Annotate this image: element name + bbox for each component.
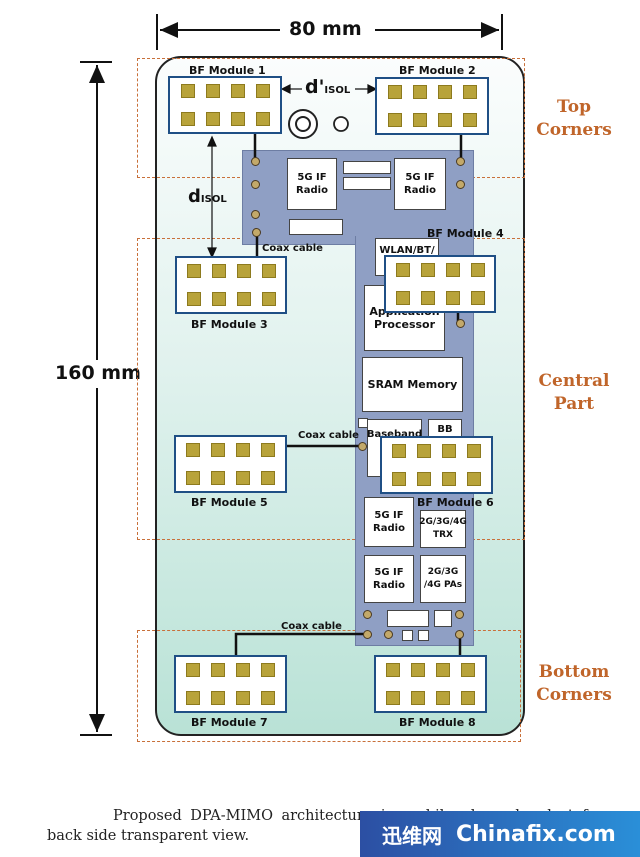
if-radio-chip-top-right: 5G IF Radio [394, 158, 446, 210]
bf-module-8-label: BF Module 8 [399, 716, 476, 729]
coax-cable-label-7: Coax cable [281, 621, 342, 632]
small-component [418, 630, 429, 641]
d-isol-label: dISOL [188, 186, 227, 207]
connector [384, 630, 393, 639]
central-part-label: Central Part [538, 371, 610, 414]
watermark-cn: 迅维网 [382, 823, 442, 848]
if-radio-chip-top-left: 5G IF Radio [287, 158, 337, 210]
trx-chip: 2G/3G/4G TRX [419, 510, 467, 548]
bb-chip: BB [428, 419, 462, 439]
bf-module-7-label: BF Module 7 [191, 716, 268, 729]
d-prime-isol-label: d'ISOL [305, 76, 351, 98]
height-dimension-label: 160 mm [55, 362, 141, 384]
sram-memory-chip: SRAM Memory [362, 357, 463, 412]
connector [252, 228, 261, 237]
bf-module-7 [174, 655, 287, 713]
coax-cable-label-3: Coax cable [262, 243, 323, 254]
small-component [387, 610, 429, 627]
connector [456, 319, 465, 328]
small-component [434, 610, 452, 627]
connector [251, 180, 260, 189]
small-component [358, 418, 368, 428]
small-component [343, 161, 391, 174]
if-radio-chip-mid: 5G IF Radio [364, 497, 414, 547]
bf-module-1-label: BF Module 1 [189, 64, 266, 77]
connector [251, 157, 260, 166]
bf-module-2 [375, 77, 489, 135]
bf-module-6 [380, 436, 493, 494]
bf-module-5 [174, 435, 287, 493]
connector [358, 442, 367, 451]
small-component [343, 177, 391, 190]
small-component [289, 219, 343, 235]
bf-module-2-label: BF Module 2 [399, 64, 476, 77]
bf-module-1 [168, 76, 282, 134]
bf-module-5-label: BF Module 5 [191, 496, 268, 509]
connector [456, 157, 465, 166]
bf-module-6-label: BF Module 6 [417, 496, 494, 509]
connector [363, 610, 372, 619]
bottom-corners-label: Bottom Corners [536, 662, 612, 705]
watermark-logo: 迅维网 Chinafix.com [360, 811, 640, 857]
bf-module-3 [175, 256, 287, 314]
bf-module-8 [374, 655, 487, 713]
bf-module-3-label: BF Module 3 [191, 318, 268, 331]
bottom-corners-region [137, 630, 521, 742]
coax-cable-label-5: Coax cable [298, 430, 359, 441]
if-radio-chip-low: 5G IF Radio [364, 555, 414, 603]
bf-module-4 [384, 255, 496, 313]
top-corners-label: Top Corners [536, 97, 612, 140]
connector [363, 630, 372, 639]
connector [455, 610, 464, 619]
connector [251, 210, 260, 219]
bf-module-4-label: BF Module 4 [427, 227, 504, 240]
connector [456, 180, 465, 189]
watermark-en: Chinafix.com [456, 821, 616, 847]
connector [455, 630, 464, 639]
pa-chip: 2G/3G /4G PAs [420, 555, 466, 603]
camera-icon [288, 109, 349, 139]
width-dimension-label: 80 mm [289, 18, 362, 40]
small-component [402, 630, 413, 641]
